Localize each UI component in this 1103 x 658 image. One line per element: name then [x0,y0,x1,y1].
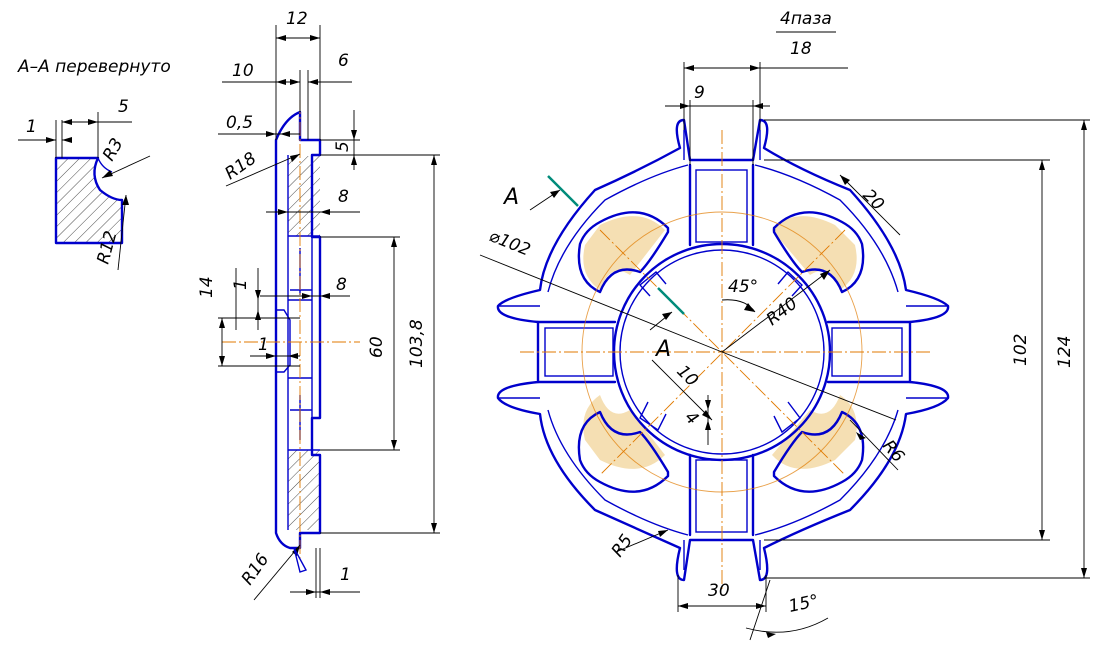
dim-front-15deg: 15° [787,591,821,617]
dim-side-6: 6 [338,51,349,71]
dim-front-20: 20 [858,185,887,214]
slots-width: 18 [790,39,812,59]
kidney-slot-fills [583,216,857,469]
dim-front-30: 30 [708,581,730,601]
dim-side-12: 12 [286,9,308,29]
dim-side-1-b: 1 [258,335,269,355]
dim-side-14: 14 [197,276,217,298]
dim-side-1038: 103,8 [407,319,427,368]
dim-side-8-top: 8 [338,187,349,207]
front-view: 4паза 18 9 20 ⌀102 45° R40 10 4 [479,9,1090,641]
dim-front-102: 102 [1011,334,1031,366]
dim-section-5: 5 [118,97,129,117]
dim-front-10: 10 [672,361,701,390]
dim-side-8-mid: 8 [336,275,347,295]
dim-front-9: 9 [694,83,705,103]
dim-side-60: 60 [367,336,387,358]
section-title: А–А перевернуто [17,57,171,77]
dim-front-r5: R5 [608,531,637,561]
slots-label: 4паза [780,9,832,29]
section-mark-a-top: А [502,185,519,210]
dim-section-1: 1 [26,117,37,137]
section-mark-a-inner: А [654,337,671,362]
dim-side-05: 0,5 [226,113,253,133]
dim-side-r18: R18 [221,148,260,184]
dim-front-d102: ⌀102 [486,226,533,261]
dim-front-124: 124 [1055,336,1075,368]
dim-section-r3: R3 [99,135,128,165]
dim-front-r40: R40 [763,294,802,330]
dim-front-4: 4 [680,407,702,429]
dim-side-1-bottom: 1 [340,565,351,585]
dim-side-1-a: 1 [231,279,251,290]
dim-side-10: 10 [232,61,254,81]
dim-front-r6: R6 [878,436,908,466]
section-aa: А–А перевернуто 1 5 R3 R12 [17,57,171,271]
dim-front-45: 45° [728,277,758,297]
dim-side-5: 5 [333,141,353,152]
side-view: 12 10 6 0,5 R18 5 8 14 [197,9,440,601]
